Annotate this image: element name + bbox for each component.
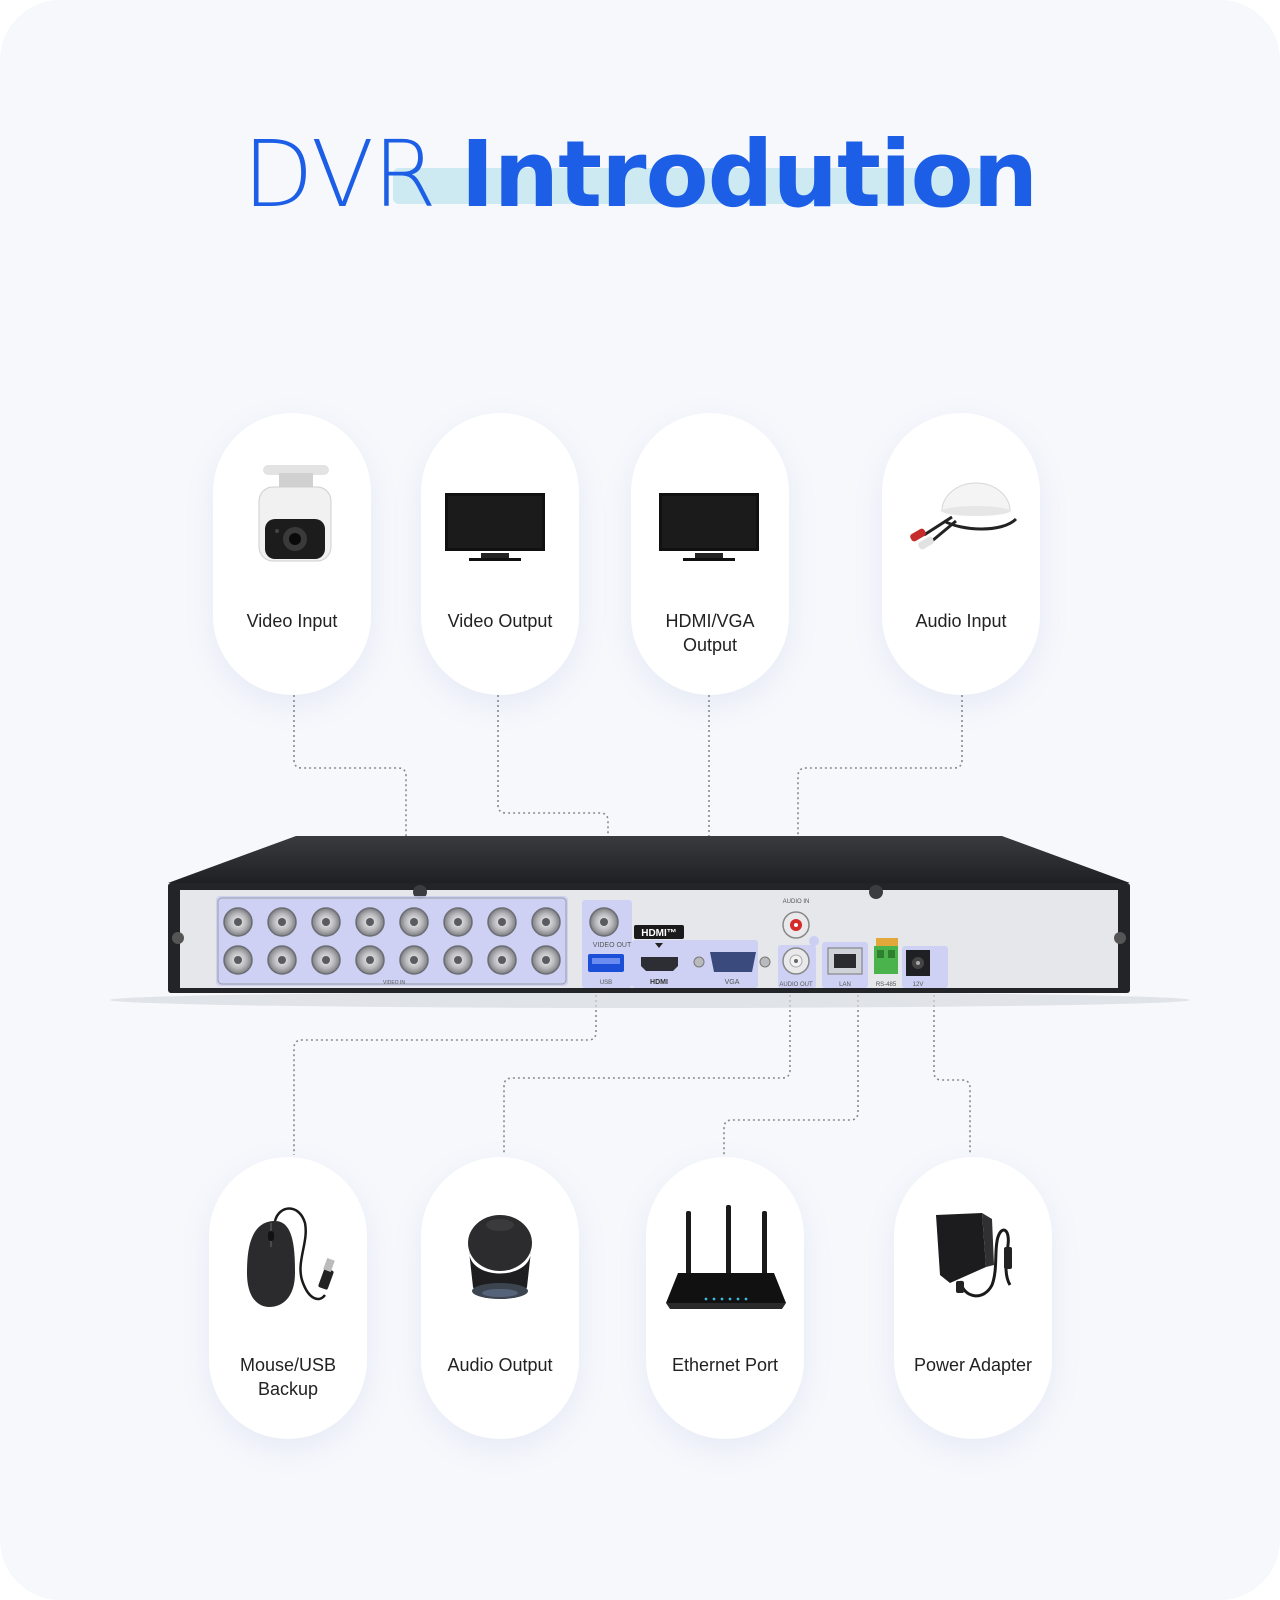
card-mouse-usb-backup[interactable]: Mouse/USB Backup [209, 1157, 367, 1439]
vga-label: VGA [725, 979, 740, 986]
bnc-ports [223, 907, 561, 975]
card-label: Video Output [447, 611, 553, 631]
monitor-icon [445, 493, 545, 561]
hdmi-logo: HDMI™ [641, 928, 677, 939]
vga-port [710, 952, 756, 972]
bullet-camera-icon [258, 465, 332, 562]
router-icon [666, 1205, 786, 1309]
page-title: DVR Introdution [0, 120, 1280, 230]
usb-label: USB [600, 980, 612, 986]
card-label: HDMI/VGA Output [665, 611, 755, 655]
title-part-introdution: Introdution [460, 121, 1038, 228]
card-hdmi-vga-output[interactable]: HDMI/VGA Output [631, 413, 789, 695]
microphone-icon [910, 482, 1018, 550]
dvr-top-lid [168, 836, 1130, 883]
speaker-icon [468, 1215, 532, 1299]
card-label: Ethernet Port [671, 1355, 779, 1375]
card-label: Power Adapter [913, 1355, 1033, 1375]
card-ethernet-port[interactable]: Ethernet Port [646, 1157, 804, 1439]
card-video-output[interactable]: Video Output [421, 413, 579, 695]
mouse-icon [247, 1207, 335, 1307]
hdmi-label: HDMI [650, 979, 668, 986]
card-audio-output[interactable]: Audio Output [421, 1157, 579, 1439]
card-label: Mouse/USB Backup [239, 1355, 337, 1399]
video-out-label: VIDEO OUT [593, 942, 632, 949]
video-in-label: VIDEO IN [383, 980, 405, 986]
power-label: 12V [913, 982, 924, 988]
card-label: Video Input [246, 611, 338, 631]
rs485-label: RS-485 [876, 982, 897, 988]
video-in-highlight [216, 896, 568, 986]
audio-in-label: AUDIO IN [783, 899, 810, 905]
lan-label: LAN [839, 982, 851, 988]
title-part-dvr: DVR [242, 121, 437, 228]
monitor-icon [659, 493, 759, 561]
card-power-adapter[interactable]: Power Adapter [894, 1157, 1052, 1439]
card-video-input[interactable]: Video Input [213, 413, 371, 695]
title-highlight [393, 168, 983, 204]
card-label: Audio Input [915, 611, 1007, 631]
audio-out-label: AUDIO OUT [779, 982, 813, 988]
card-audio-input[interactable]: Audio Input [882, 413, 1040, 695]
power-adapter-icon [936, 1213, 1012, 1298]
hdmi-port [641, 957, 678, 971]
card-label: Audio Output [447, 1355, 553, 1375]
